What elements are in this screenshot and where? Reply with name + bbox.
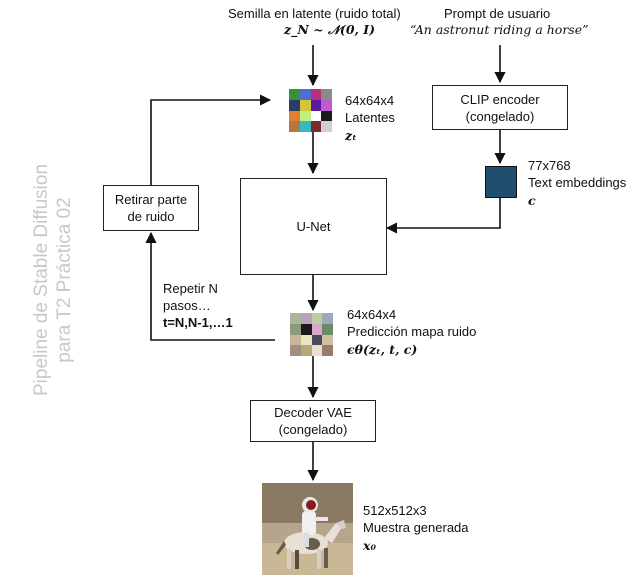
- latents-symbol: zₜ: [345, 128, 357, 143]
- noise-pred-size: 64x64x4: [347, 307, 397, 322]
- output-name: Muestra generada: [363, 520, 469, 535]
- text-embeddings-size: 77x768: [528, 158, 571, 173]
- clip-encoder-box: CLIP encoder (congelado): [432, 85, 568, 130]
- repeat-line2: pasos…: [163, 298, 211, 313]
- latent-cell: [321, 99, 332, 111]
- generated-image-astronaut-horse: [262, 483, 353, 575]
- decoder-vae-box: Decoder VAE (congelado): [250, 400, 376, 442]
- latent-cell: [289, 121, 300, 132]
- latent-cell: [289, 99, 300, 111]
- latents-size: 64x64x4: [345, 93, 395, 108]
- latent-cell: [310, 110, 322, 122]
- noise-cell: [322, 334, 333, 346]
- latent-cell: [289, 110, 300, 122]
- seed-label: Semilla en latente (ruido total): [228, 6, 401, 21]
- prompt-text: “An astronut riding a horse”: [410, 22, 589, 37]
- latent-cell: [310, 99, 322, 111]
- latent-cell: [299, 89, 311, 100]
- unet-box: U-Net: [240, 178, 387, 275]
- text-embeddings-name: Text embeddings: [528, 175, 627, 190]
- latent-cell: [321, 121, 332, 132]
- output-symbol: x₀: [363, 538, 376, 553]
- latent-cell: [289, 89, 300, 100]
- noise-cell: [322, 313, 333, 324]
- latent-cell: [321, 110, 332, 122]
- latent-cell: [310, 121, 322, 132]
- latents-grid: [289, 89, 332, 132]
- repeat-line3: t=N,N-1,…1: [163, 315, 233, 330]
- noise-cell: [300, 345, 312, 356]
- repeat-line1: Repetir N: [163, 281, 218, 296]
- noise-cell: [290, 345, 301, 356]
- noise-cell: [290, 323, 301, 335]
- noise-cell: [290, 334, 301, 346]
- clip-line1: CLIP encoder: [460, 91, 540, 107]
- noise-cell: [290, 313, 301, 324]
- noise-pred-symbol: ϵθ(zₜ, t, c): [347, 342, 418, 357]
- retirar-line1: Retirar parte: [114, 192, 188, 207]
- noise-cell: [300, 334, 312, 346]
- prompt-label: Prompt de usuario: [444, 6, 551, 21]
- decoder-line1: Decoder VAE: [274, 405, 352, 420]
- noise-cell: [322, 345, 333, 356]
- seed-formula: z_N ~ 𝒩(0, I): [284, 22, 376, 37]
- noise-cell: [311, 345, 323, 356]
- latent-cell: [299, 121, 311, 132]
- noise-cell: [322, 323, 333, 335]
- text-embeddings-symbol: c: [528, 193, 536, 208]
- retirar-line2: de ruido: [127, 209, 175, 224]
- noise-cell: [311, 313, 323, 324]
- latents-name: Latentes: [345, 110, 395, 125]
- latent-cell: [299, 110, 311, 122]
- noise-cell: [300, 313, 312, 324]
- noise-cell: [311, 334, 323, 346]
- text-embeddings-square: [485, 166, 517, 198]
- clip-line2: (congelado): [465, 108, 535, 124]
- noise-pred-name: Predicción mapa ruido: [347, 324, 477, 339]
- retirar-ruido-box: Retirar parte de ruido: [103, 185, 199, 231]
- latent-cell: [310, 89, 322, 100]
- latent-cell: [321, 89, 332, 100]
- unet-label: U-Net: [296, 219, 331, 234]
- latent-cell: [299, 99, 311, 111]
- noise-prediction-grid: [290, 313, 333, 356]
- decoder-line2: (congelado): [278, 422, 348, 437]
- noise-cell: [300, 323, 312, 335]
- output-size: 512x512x3: [363, 503, 427, 518]
- noise-cell: [311, 323, 323, 335]
